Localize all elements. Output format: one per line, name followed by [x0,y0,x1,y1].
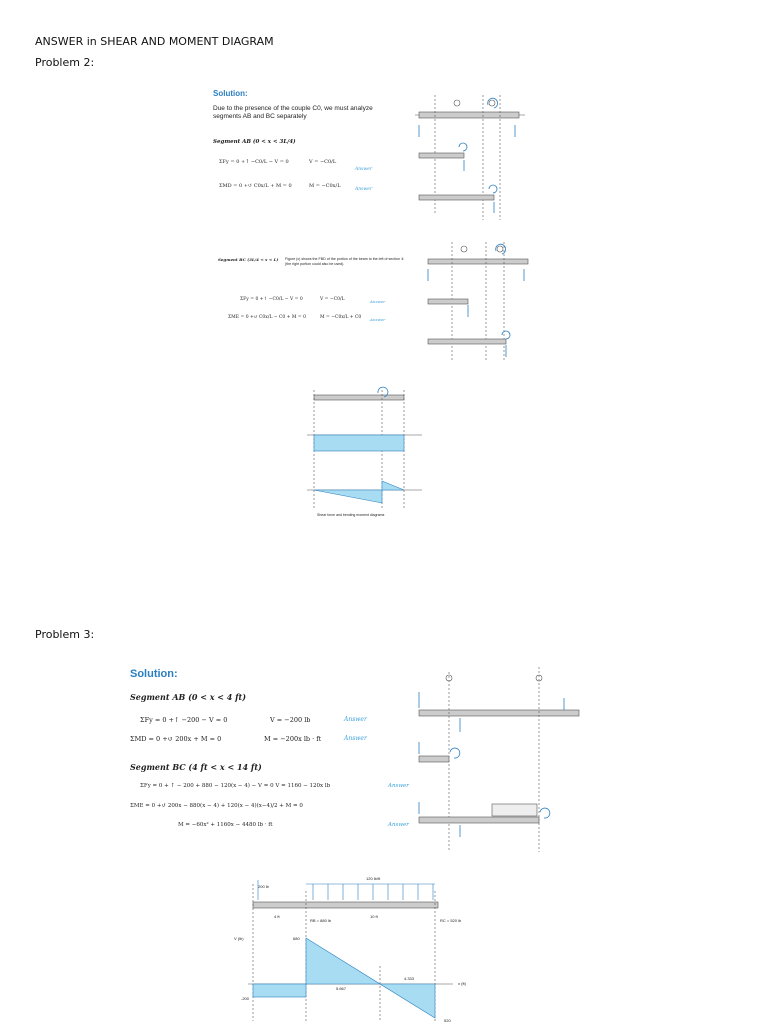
p2-eq-bc-1: ΣFy = 0 +↑ −C0/L − V = 0 [240,297,303,302]
p3-shear-diagram [248,880,453,1021]
p3-shear-positive-bc [305,937,382,985]
p3-answer-bc-1: Answer [388,783,409,789]
p2-moment-area-1 [313,489,383,504]
p3-fbd-diagram [418,667,580,852]
problem-2-heading: Problem 2: [35,56,95,69]
p2-res-bc-2: M = −C0x/L + C0 [320,315,362,320]
p3-d4333-label: 4.333 [404,976,415,981]
p2-solution-panel: Solution: Due to the presence of the cou… [205,83,538,233]
p2-fbd-diagram-bc [427,242,529,362]
p2-shear-area [313,434,405,452]
p2-eq-bc-2: ΣME = 0 +↺ C0x/L − C0 + M = 0 [228,315,306,320]
p3-shear-negative-ab [252,983,307,998]
p2-solution-label: Solution: [213,89,248,98]
p3-answer-bc-2: Answer [388,822,409,828]
p3-solution-label: Solution: [130,668,178,680]
p2-moment-area-2 [381,480,405,491]
p3-segment-ab-title: Segment AB (0 < x < 4 ft) [130,692,247,702]
p3-v680-label: 680 [293,936,300,941]
p2-shear-moment-diagram [307,386,422,510]
p3-rb-label: RB = 880 lb [310,918,332,923]
p3-shear-panel: 120 lb/ft 200 lb RB = 880 lb RC = 520 lb… [148,866,558,1024]
p3-load-200-label: 200 lb [258,884,269,889]
p2-eq-ab-2: ΣMD = 0 +↺ C0x/L + M = 0 [219,183,292,189]
p3-answer-ab-1: Answer [344,716,367,723]
p2-fbd-diagram-ab [415,95,525,220]
p2-eq-ab-1: ΣFy = 0 +↑ −C0/L − V = 0 [219,159,289,165]
p2-segment-ab-title: Segment AB (0 < x < 3L/4) [213,139,296,145]
p3-len-4: 4 ft [274,914,280,919]
problem-3-heading: Problem 3: [35,628,95,641]
p2-segment-bc-title: Segment BC (3L/4 < x < L) [218,257,279,262]
p2-res-ab-2: M = −C0x/L [309,183,341,189]
p3-res-ab-2: M = −200x lb · ft [264,735,322,743]
p3-segment-bc-title: Segment BC (4 ft < x < 14 ft) [130,762,262,772]
p2-bc-text: Figure (c) shows the FBD of the portion … [285,257,405,266]
p2-res-bc-1: V = −C0/L [320,297,345,302]
p3-v200-label: -200 [241,996,250,1001]
p2-answer-ab-1: Answer [355,167,373,172]
p3-res-ab-1: V = −200 lb [270,716,311,724]
p3-solution-panel: Solution: Segment AB (0 < x < 4 ft) ΣFy … [122,650,602,860]
p3-eq-ab-2: ΣMD = 0 +↺ 200x + M = 0 [130,735,222,743]
p2-answer-ab-2: Answer [355,187,373,192]
p3-v520-label: 520 [444,1018,451,1023]
p3-rc-label: RC = 520 lb [440,918,462,923]
p2-segment-bc-panel: Segment BC (3L/4 < x < L) Figure (c) sho… [210,235,538,375]
p2-diagram-caption: Shear force and bending moment diagrams [317,513,385,517]
page-title: ANSWER in SHEAR AND MOMENT DIAGRAM [35,35,274,48]
p2-res-ab-1: V = −C0/L [309,159,337,165]
p3-eq-bc-3: M = −60x² + 1160x − 4480 lb · ft [178,822,273,828]
p3-load-label: 120 lb/ft [366,876,381,881]
p3-eq-ab-1: ΣFy = 0 +↑ −200 − V = 0 [140,716,228,724]
p3-d5667-label: 5.667 [336,986,347,991]
p2-answer-bc-1: Answer [370,299,386,304]
p3-eq-bc-1: ΣFy = 0 + ↑ − 200 + 880 − 120(x − 4) − V… [140,783,331,789]
p2-shear-moment-panel: Shear force and bending moment diagrams [222,385,512,523]
p2-intro-text: Due to the presence of the couple C0, we… [213,105,373,120]
p3-vaxis-label: V (lb) [234,936,244,941]
p3-shear-negative-bc [378,983,436,1019]
p3-eq-bc-2: ΣME = 0 +↺ 200x − 880(x − 4) + 120(x − 4… [130,803,303,809]
p3-answer-ab-2: Answer [344,735,367,742]
p3-xft-label: x (ft) [458,981,466,986]
p3-len-10: 10 ft [370,914,378,919]
p2-answer-bc-2: Answer [370,317,386,322]
